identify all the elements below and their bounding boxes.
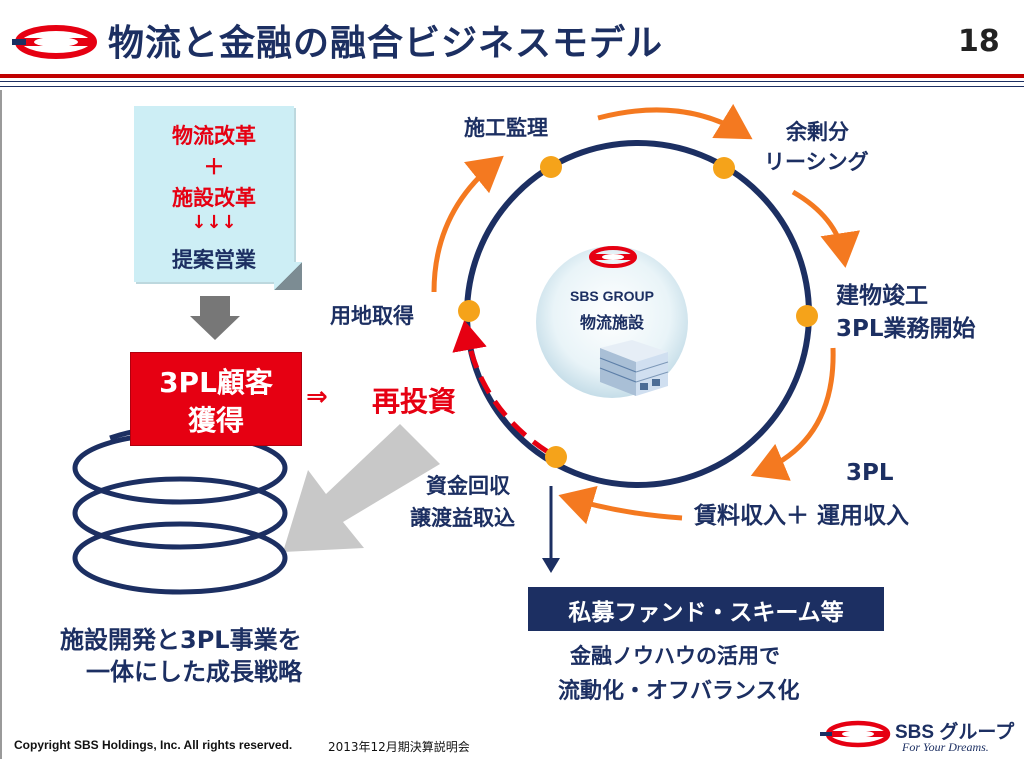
warehouse-icon	[599, 340, 669, 396]
label-recovery-line2: 譲渡益取込	[410, 506, 515, 530]
node-land	[458, 300, 480, 322]
label-surplus-line1: 余剰分	[786, 120, 849, 144]
label-land-acquisition: 用地取得	[330, 304, 414, 328]
private-fund-label: 私募ファンド・スキーム等	[568, 600, 844, 626]
label-income-line2: 賃料収入＋ 運用収入	[694, 503, 910, 529]
reinvest-arc	[452, 320, 550, 455]
center-facility-label: 物流施設	[579, 313, 644, 332]
note-facility-reform: 施設改革	[172, 186, 256, 210]
customer-line1: 3PL顧客	[159, 366, 273, 399]
sbs-logo-icon	[12, 25, 97, 59]
arrow-to-income	[750, 347, 836, 481]
label-income-line1: 3PL	[846, 460, 894, 486]
arrow-to-construction	[431, 155, 504, 293]
node-surplus	[713, 157, 735, 179]
arrow-to-surplus	[597, 103, 753, 140]
label-construction-supervision: 施工監理	[464, 116, 548, 140]
session-label: 2013年12月期決算説明会	[328, 740, 470, 754]
center-group-name: SBS GROUP	[569, 288, 654, 304]
brand-name: SBS グループ	[895, 722, 1015, 743]
customer-acquisition-box: 3PL顧客 獲得	[130, 352, 302, 446]
label-completion-line1: 建物竣工	[836, 283, 928, 309]
note-logistics-reform: 物流改革	[172, 124, 256, 148]
label-completion-line2: 3PL業務開始	[836, 316, 976, 342]
note-down-arrows: ↓↓↓	[191, 212, 237, 233]
growth-spiral	[72, 431, 288, 595]
spiral-caption-line1: 施設開発と3PL事業を	[60, 626, 302, 654]
center-logo-icon	[589, 246, 637, 268]
customer-line2: 獲得	[187, 404, 244, 437]
brand-tagline: For Your Dreams.	[902, 740, 989, 754]
label-surplus-line2: リーシング	[764, 150, 869, 174]
footer-logo-icon	[820, 720, 891, 748]
arrow-to-completion	[791, 189, 861, 268]
page-curl	[274, 262, 302, 290]
node-completion	[796, 305, 818, 327]
fund-caption-line1: 金融ノウハウの活用で	[570, 644, 780, 668]
header-divider-thin	[0, 81, 1024, 82]
proposal-note: 物流改革 ＋ 施設改革 ↓↓↓ 提案営業	[134, 106, 302, 290]
arrow-to-recovery	[558, 485, 683, 525]
header-divider-thin	[0, 86, 1024, 87]
reinvest-arrow-text: ⇒	[306, 382, 328, 412]
page-title: 物流と金融の融合ビジネスモデル	[108, 23, 664, 64]
node-recovery	[545, 446, 567, 468]
left-border	[0, 90, 2, 759]
fund-caption-line2: 流動化・オフバランス化	[558, 679, 800, 704]
page-number: 18	[958, 24, 1000, 59]
spiral-caption-line2: 一体にした成長戦略	[86, 658, 302, 686]
return-arrow	[283, 424, 440, 552]
copyright-notice: Copyright SBS Holdings, Inc. All rights …	[14, 738, 293, 752]
reinvest-label: 再投資	[372, 385, 457, 418]
note-plus: ＋	[203, 155, 225, 179]
label-recovery-line1: 資金回収	[426, 474, 510, 498]
private-fund-box: 私募ファンド・スキーム等	[528, 587, 884, 631]
down-arrow	[190, 296, 240, 340]
note-proposal-sales: 提案営業	[172, 248, 256, 272]
header-divider	[0, 74, 1024, 78]
node-construction	[540, 156, 562, 178]
